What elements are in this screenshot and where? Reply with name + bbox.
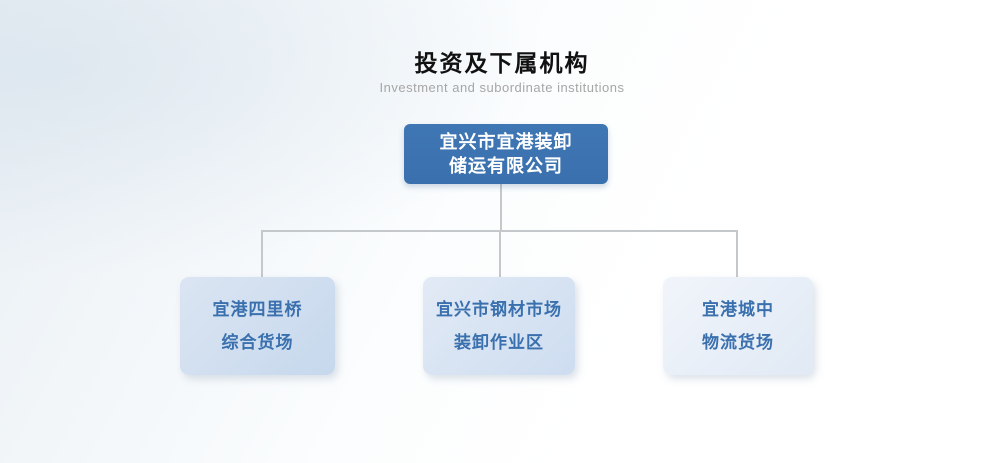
connector-drop-left	[261, 230, 263, 277]
org-node-child-siliqiao: 宜港四里桥 综合货场	[180, 277, 335, 375]
org-node-child-line2: 综合货场	[221, 333, 294, 352]
org-node-child-line1: 宜港四里桥	[212, 300, 303, 319]
org-node-root-line2: 储运有限公司	[449, 156, 563, 176]
page-title: 投资及下属机构	[414, 50, 590, 76]
org-node-child-line2: 物流货场	[702, 333, 774, 352]
org-node-child-line1: 宜兴市钢材市场	[436, 300, 562, 319]
connector-root-stub	[500, 184, 502, 230]
org-node-child-steel-market: 宜兴市钢材市场 装卸作业区	[423, 277, 575, 375]
connector-drop-right	[736, 230, 738, 277]
org-node-child-chengzhong: 宜港城中 物流货场	[663, 277, 813, 375]
org-node-root-line1: 宜兴市宜港装卸	[439, 132, 573, 152]
org-node-child-line2: 装卸作业区	[454, 333, 544, 352]
org-node-child-line1: 宜港城中	[702, 300, 774, 319]
connector-drop-middle	[499, 230, 501, 277]
org-node-root: 宜兴市宜港装卸 储运有限公司	[404, 124, 608, 184]
page-subtitle: Investment and subordinate institutions	[379, 80, 625, 95]
